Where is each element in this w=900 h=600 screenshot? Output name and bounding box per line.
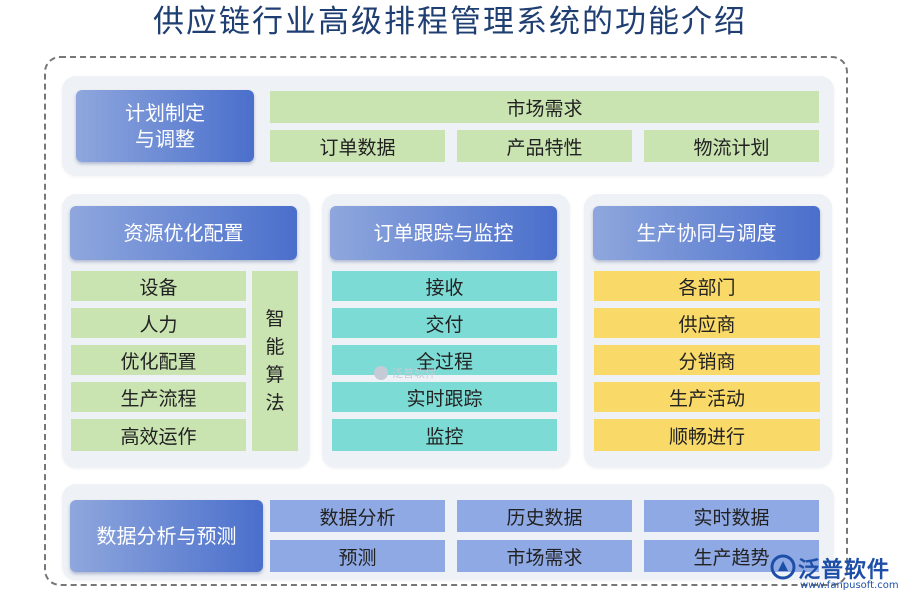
- dashed-frame: [44, 56, 848, 586]
- resource-item-labor: 人力: [71, 308, 246, 338]
- production-item-smooth: 顺畅进行: [594, 419, 820, 451]
- smart-algorithm-char-4: 法: [265, 392, 285, 414]
- analysis-header: 数据分析与预测: [70, 500, 263, 572]
- smart-algorithm-char-3: 算: [265, 364, 285, 386]
- order-item-monitor: 监控: [332, 419, 557, 451]
- planning-header: 计划制定 与调整: [76, 90, 254, 162]
- resource-item-efficient: 高效运作: [71, 419, 246, 451]
- analysis-item-data: 数据分析: [270, 500, 445, 532]
- order-item-receive: 接收: [332, 271, 557, 301]
- analysis-item-realtime: 实时数据: [644, 500, 819, 532]
- planning-item-product: 产品特性: [457, 130, 632, 162]
- watermark-logo-icon: [374, 366, 388, 380]
- smart-algorithm-char-1: 智: [265, 308, 285, 330]
- smart-algorithm-char-2: 能: [265, 336, 285, 358]
- planning-header-line1: 计划制定: [125, 101, 205, 125]
- logo-name: 泛普软件: [798, 558, 891, 583]
- planning-header-line2: 与调整: [135, 127, 195, 151]
- production-item-distributors: 分销商: [594, 345, 820, 375]
- planning-item-logistics: 物流计划: [644, 130, 819, 162]
- resource-header: 资源优化配置: [70, 206, 297, 260]
- order-item-fullprocess: 全过程: [332, 345, 557, 375]
- order-header: 订单跟踪与监控: [330, 206, 557, 260]
- brand-logo: 泛普软件 www.fanpusoft.com: [770, 550, 899, 598]
- production-header: 生产协同与调度: [593, 206, 820, 260]
- analysis-item-trend: 生产趋势: [644, 540, 819, 572]
- order-item-realtime: 实时跟踪: [332, 382, 557, 412]
- resource-item-optimize: 优化配置: [71, 345, 246, 375]
- production-item-activities: 生产活动: [594, 382, 820, 412]
- center-watermark: 泛普软件: [374, 362, 436, 384]
- planning-market-cell: 市场需求: [270, 91, 819, 123]
- smart-algorithm-cell: 智 能 算 法: [252, 271, 298, 451]
- fanpu-logo-icon: [770, 554, 796, 580]
- analysis-item-forecast: 预测: [270, 540, 445, 572]
- analysis-item-history: 历史数据: [457, 500, 632, 532]
- analysis-item-market: 市场需求: [457, 540, 632, 572]
- production-item-departments: 各部门: [594, 271, 820, 301]
- resource-item-process: 生产流程: [71, 382, 246, 412]
- planning-item-orders: 订单数据: [270, 130, 445, 162]
- page-title: 供应链行业高级排程管理系统的功能介绍: [153, 4, 747, 40]
- watermark-text: 泛普软件: [392, 367, 436, 380]
- logo-url: www.fanpusoft.com: [800, 580, 899, 591]
- production-item-suppliers: 供应商: [594, 308, 820, 338]
- order-item-deliver: 交付: [332, 308, 557, 338]
- resource-item-equipment: 设备: [71, 271, 246, 301]
